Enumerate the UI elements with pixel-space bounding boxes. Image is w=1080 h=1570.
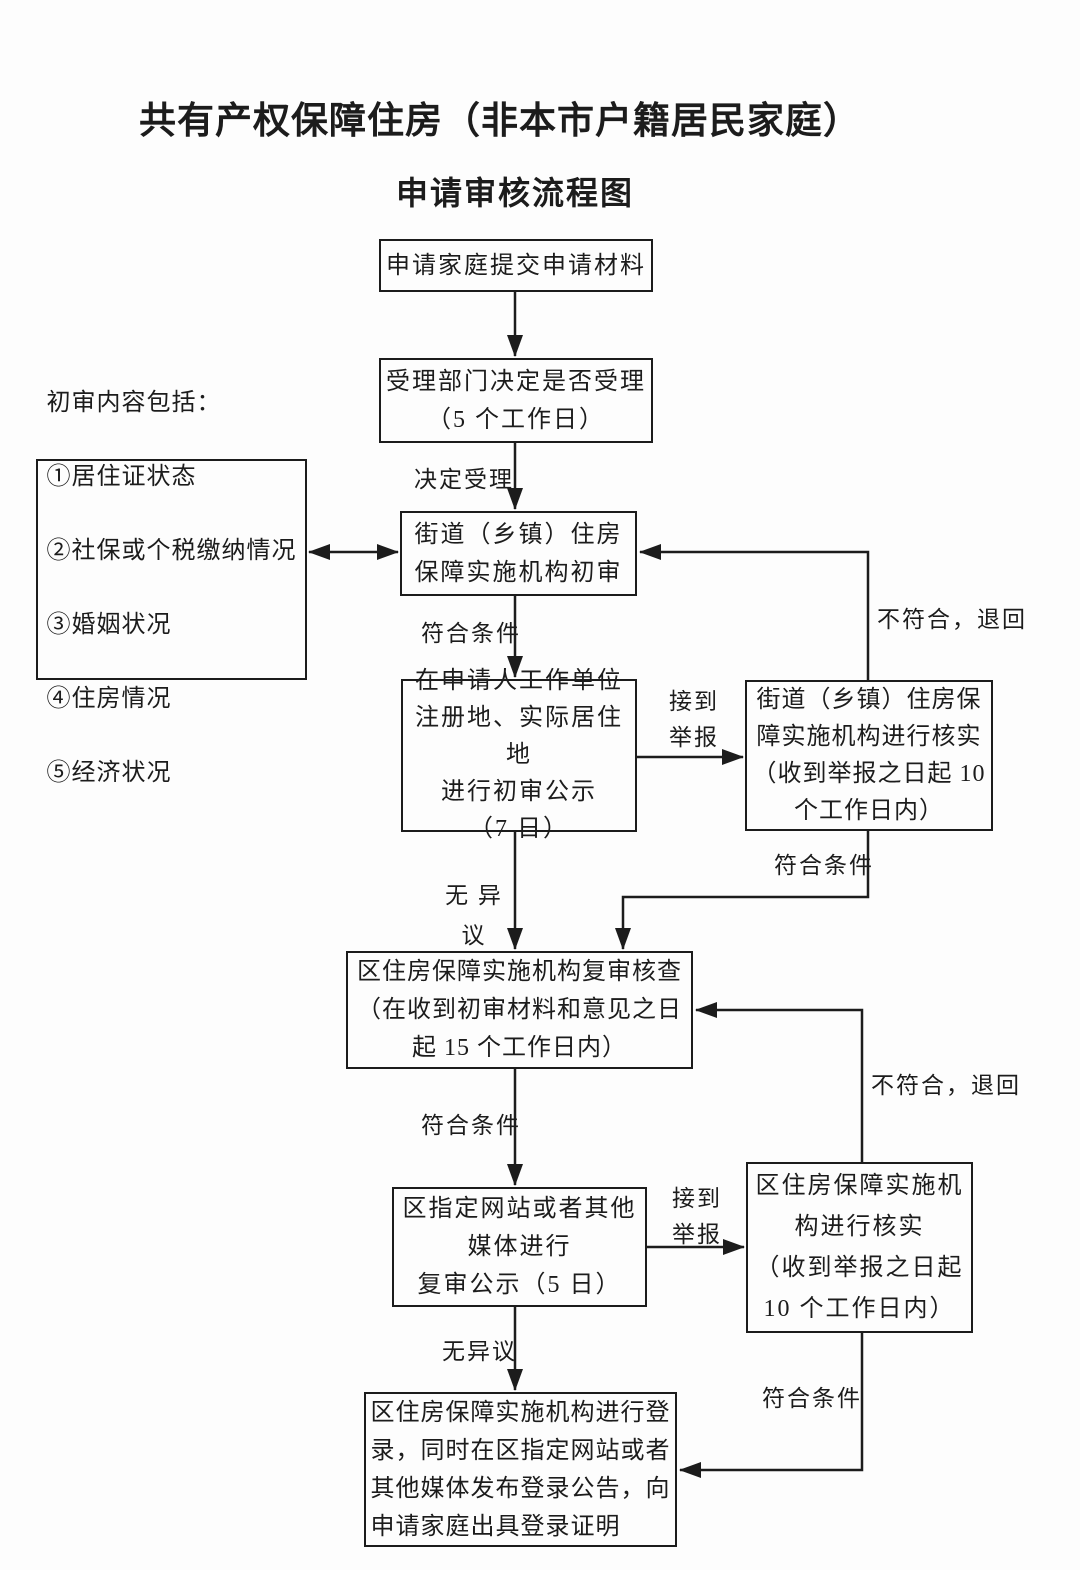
connector-district-verify-reject-to-district-review — [695, 1002, 864, 1162]
node-street-verification-text: 街道（乡镇）住房保 障实施机构进行核实 （收到举报之日起 10 个工作日内） — [752, 686, 986, 824]
edge-label-report-2: 接到 举报 — [672, 1186, 722, 1247]
node-registration-text: 区住房保障实施机构进行登 录，同时在区指定网站或者 其他媒体发布登录公告，向 申… — [370, 1399, 671, 1540]
edge-label-meets-2: 符合条件 — [774, 853, 874, 878]
node-submit-application: 申请家庭提交申请材料 — [379, 239, 653, 292]
initial-content-item-3: ③婚姻状况 — [46, 611, 172, 638]
initial-content-item-2: ②社保或个税缴纳情况 — [46, 537, 297, 564]
node-acceptance-decision-text: 受理部门决定是否受理 （5 个工作日） — [386, 368, 646, 433]
node-review-publicity-text: 区指定网站或者其他 媒体进行 复审公示（5 日） — [402, 1196, 637, 1298]
chart-title-line2: 申请审核流程图 — [395, 175, 634, 211]
connector-street-verify-reject-to-street-initial — [639, 544, 870, 680]
node-district-verification: 区住房保障实施机 构进行核实 （收到举报之日起 10 个工作日内） — [746, 1162, 973, 1333]
edge-label-no-objection-1: 无 异 议 — [445, 883, 503, 948]
edge-label-reject-1: 不符合，退回 — [877, 607, 1027, 632]
initial-content-item-4: ④住房情况 — [46, 685, 172, 712]
edge-label-reject-2: 不符合，退回 — [871, 1073, 1021, 1098]
node-review-publicity: 区指定网站或者其他 媒体进行 复审公示（5 日） — [392, 1187, 647, 1307]
node-district-review: 区住房保障实施机构复审核查 （在收到初审材料和意见之日 起 15 个工作日内） — [346, 951, 693, 1069]
chart-title-line1: 共有产权保障住房（非本市户籍居民家庭） — [139, 101, 861, 142]
initial-content-heading: 初审内容包括： — [46, 389, 222, 416]
edge-label-no-objection-2: 无异议 — [442, 1339, 517, 1364]
node-district-verification-text: 区住房保障实施机 构进行核实 （收到举报之日起 10 个工作日内） — [755, 1172, 964, 1322]
initial-content-item-1: ①居住证状态 — [46, 463, 197, 490]
node-district-review-text: 区住房保障实施机构复审核查 （在收到初审材料和意见之日 起 15 个工作日内） — [357, 959, 682, 1061]
node-street-initial-review-text: 街道（乡镇）住房 保障实施机构初审 — [414, 521, 623, 586]
edge-label-report-1: 接到 举报 — [669, 689, 719, 750]
node-street-initial-review: 街道（乡镇）住房 保障实施机构初审 — [400, 511, 637, 596]
node-registration: 区住房保障实施机构进行登 录，同时在区指定网站或者 其他媒体发布登录公告，向 申… — [364, 1392, 677, 1547]
edge-label-meets-4: 符合条件 — [762, 1386, 862, 1411]
initial-content-item-5: ⑤经济状况 — [46, 759, 172, 786]
node-acceptance-decision: 受理部门决定是否受理 （5 个工作日） — [379, 358, 653, 443]
node-initial-review-content: 初审内容包括： ①居住证状态 ②社保或个税缴纳情况 ③婚姻状况 ④住房情况 ⑤经… — [36, 390, 307, 786]
edge-label-decide-accept: 决定受理 — [414, 467, 514, 492]
node-submit-application-text: 申请家庭提交申请材料 — [386, 252, 646, 279]
edge-label-meets-3: 符合条件 — [421, 1113, 521, 1138]
node-initial-publicity: 在申请人工作单位 注册地、实际居住地 进行初审公示 （7 日） — [401, 668, 637, 842]
connector-street-verify-meets-to-district-review — [615, 831, 870, 950]
node-initial-publicity-text: 在申请人工作单位 注册地、实际居住地 进行初审公示 （7 日） — [415, 668, 623, 842]
node-initial-review-content-text: 初审内容包括： ①居住证状态 ②社保或个税缴纳情况 ③婚姻状况 ④住房情况 ⑤经… — [47, 348, 297, 792]
edge-label-meets-1: 符合条件 — [421, 621, 521, 646]
connector-district-verify-meets-to-registration — [679, 1333, 864, 1478]
node-street-verification: 街道（乡镇）住房保 障实施机构进行核实 （收到举报之日起 10 个工作日内） — [745, 680, 993, 831]
